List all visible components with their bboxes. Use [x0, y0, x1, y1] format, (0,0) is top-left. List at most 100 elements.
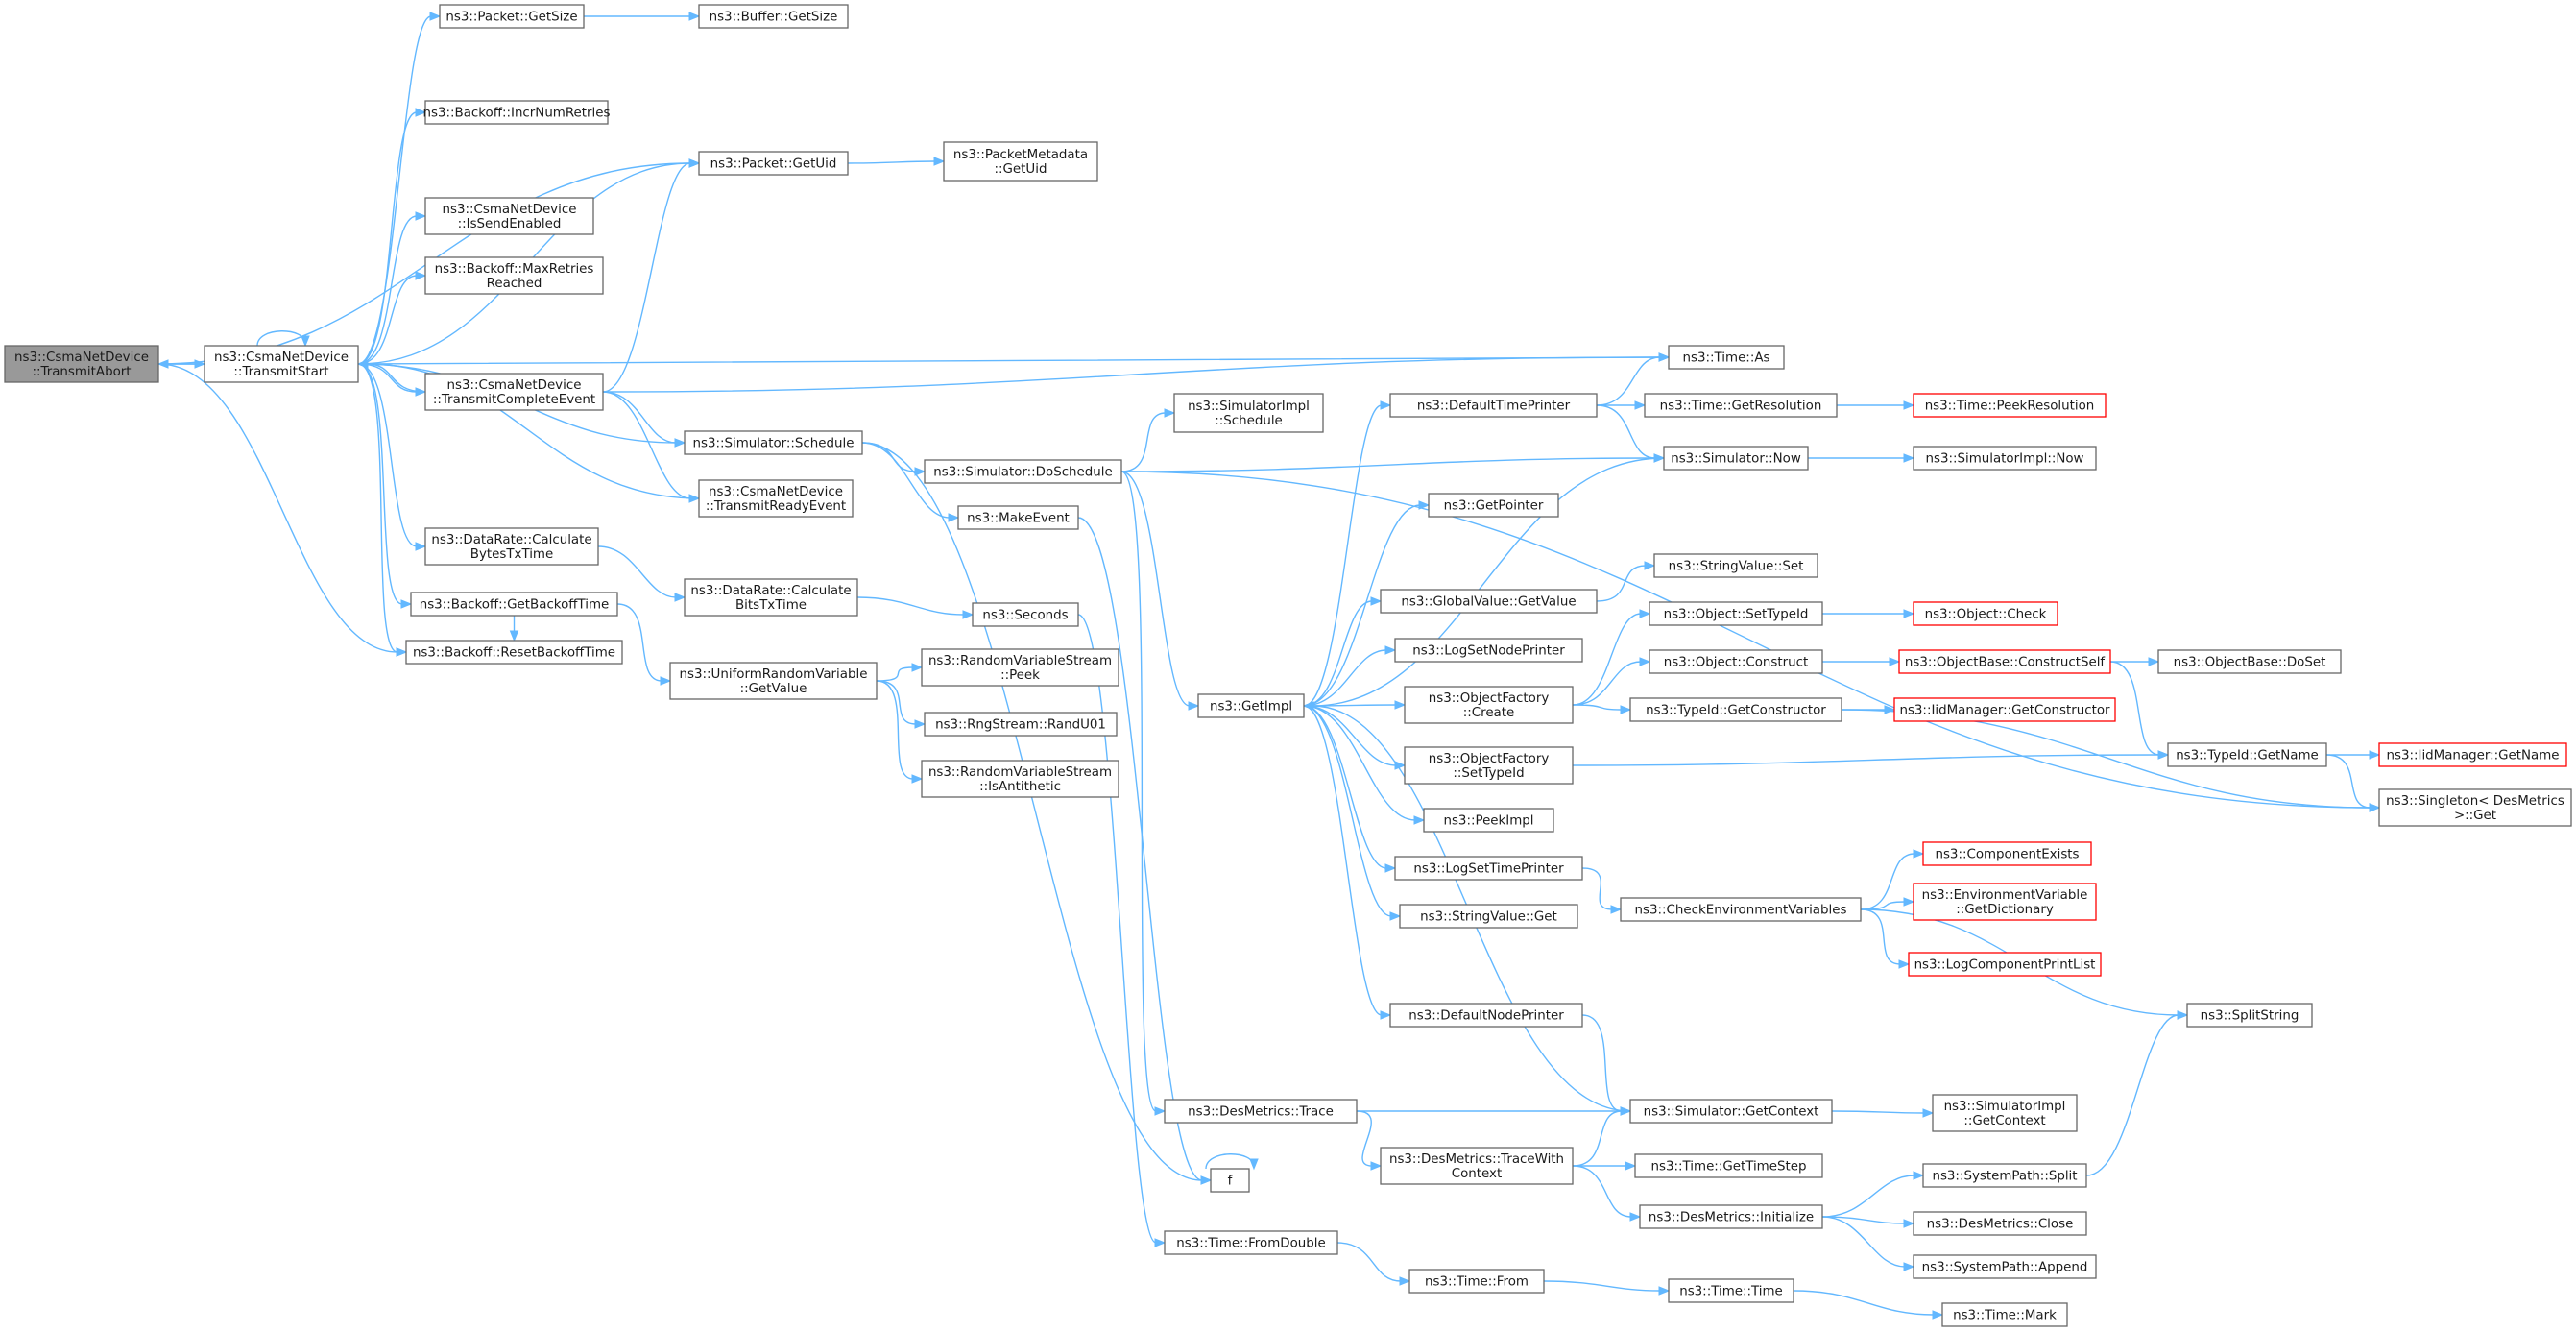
graph-node[interactable]: ns3::SystemPath::Split — [1922, 1163, 2087, 1188]
graph-node[interactable]: ns3::Seconds — [972, 602, 1079, 627]
edge-arrowhead — [1634, 400, 1647, 410]
graph-node[interactable]: ns3::LogSetNodePrinter — [1394, 638, 1583, 663]
node-box — [924, 459, 1122, 484]
graph-node[interactable]: ns3::Simulator::Now — [1663, 446, 1809, 471]
graph-node[interactable]: ns3::StringValue::Set — [1653, 553, 1818, 578]
node-label: ns3::CheckEnvironmentVariables — [1635, 904, 1847, 918]
graph-node[interactable]: ns3::TypeId::GetName — [2167, 742, 2327, 767]
graph-node[interactable]: ns3::GetImpl — [1197, 693, 1305, 718]
graph-node[interactable]: ns3::Object::SetTypeId — [1649, 601, 1823, 626]
edge — [357, 215, 418, 365]
graph-node[interactable]: ns3::Time::GetTimeStep — [1634, 1153, 1823, 1178]
graph-node[interactable]: ns3::Singleton< DesMetrics>::Get — [2378, 788, 2572, 827]
graph-node[interactable]: ns3::Time::PeekResolution — [1913, 393, 2107, 418]
graph-node[interactable]: ns3::SimulatorImpl::GetContext — [1932, 1094, 2078, 1132]
node-box — [410, 592, 618, 617]
node-label: ns3::SplitString — [2201, 1009, 2299, 1024]
graph-node[interactable]: ns3::Simulator::Schedule — [684, 430, 863, 455]
graph-node[interactable]: ns3::DesMetrics::Trace — [1164, 1099, 1358, 1124]
graph-node[interactable]: ns3::Time::Mark — [1941, 1302, 2068, 1327]
graph-node[interactable]: ns3::CsmaNetDevice::IsSendEnabled — [424, 197, 594, 235]
graph-node[interactable]: ns3::Object::Construct — [1649, 649, 1823, 674]
graph-node[interactable]: ns3::ObjectBase::ConstructSelf — [1898, 649, 2111, 674]
node-label: ns3::Simulator::Now — [1671, 452, 1801, 467]
edge-arrowhead — [156, 359, 169, 369]
graph-node[interactable]: ns3::PeekImpl — [1423, 808, 1554, 833]
graph-node[interactable]: ns3::ComponentExists — [1922, 841, 2092, 866]
node-label: ns3::LogSetTimePrinter — [1413, 862, 1564, 877]
graph-node[interactable]: ns3::CsmaNetDevice::TransmitStart — [204, 345, 359, 383]
edge-arrowhead — [1903, 400, 1915, 410]
edge — [856, 596, 965, 616]
graph-node[interactable]: ns3::Time::From — [1408, 1269, 1545, 1294]
graph-node[interactable]: ns3::StringValue::Get — [1399, 904, 1578, 929]
graph-node[interactable]: ns3::RandomVariableStream::IsAntithetic — [921, 760, 1119, 798]
graph-node[interactable]: ns3::Backoff::IncrNumRetries — [423, 100, 611, 125]
graph-node[interactable]: ns3::Packet::GetSize — [439, 4, 585, 29]
graph-node[interactable]: ns3::GlobalValue::GetValue — [1380, 589, 1598, 614]
graph-node[interactable]: ns3::DesMetrics::Close — [1913, 1211, 2087, 1236]
node-label: ns3::Time::Time — [1679, 1285, 1783, 1299]
graph-node[interactable]: ns3::DefaultNodePrinter — [1389, 1003, 1583, 1028]
graph-node[interactable]: ns3::DefaultTimePrinter — [1389, 393, 1598, 418]
graph-node[interactable]: ns3::SplitString — [2186, 1003, 2313, 1028]
graph-node[interactable]: ns3::Object::Check — [1913, 601, 2058, 626]
node-label: ns3::DataRate::Calculate — [690, 584, 851, 598]
node-label: ns3::Time::As — [1683, 351, 1770, 366]
graph-node[interactable]: ns3::TypeId::GetConstructor — [1629, 697, 1842, 722]
node-label: ns3::GetImpl — [1210, 700, 1292, 714]
graph-node[interactable]: ns3::Time::FromDouble — [1164, 1230, 1338, 1255]
graph-node[interactable]: ns3::RngStream::RandU01 — [924, 712, 1118, 737]
graph-node[interactable]: ns3::DesMetrics::Initialize — [1639, 1204, 1823, 1229]
graph-node[interactable]: ns3::ObjectFactory::SetTypeId — [1404, 746, 1574, 785]
node-label: ns3::UniformRandomVariable — [680, 667, 868, 682]
graph-node[interactable]: ns3::Packet::GetUid — [698, 151, 849, 176]
graph-node[interactable]: ns3::Simulator::DoSchedule — [924, 459, 1122, 484]
graph-node[interactable]: ns3::Simulator::GetContext — [1629, 1099, 1833, 1124]
node-label: ::Peek — [1000, 668, 1040, 683]
graph-node[interactable]: ns3::CsmaNetDevice::TransmitAbort — [4, 345, 159, 383]
edge-arrowhead — [688, 12, 701, 21]
graph-node[interactable]: ns3::IidManager::GetConstructor — [1893, 697, 2116, 722]
graph-node[interactable]: ns3::SystemPath::Append — [1913, 1254, 2097, 1279]
graph-node[interactable]: f — [1210, 1168, 1250, 1193]
node-box — [1653, 553, 1818, 578]
graph-node[interactable]: ns3::Time::Time — [1668, 1278, 1794, 1303]
graph-node[interactable]: ns3::UniformRandomVariable::GetValue — [669, 662, 878, 700]
edge — [357, 363, 403, 605]
graph-node[interactable]: ns3::Buffer::GetSize — [698, 4, 849, 29]
graph-node[interactable]: ns3::RandomVariableStream::Peek — [921, 648, 1119, 687]
graph-node[interactable]: ns3::ObjectFactory::Create — [1404, 686, 1574, 724]
node-box — [4, 345, 159, 383]
graph-node[interactable]: ns3::PacketMetadata::GetUid — [943, 141, 1098, 182]
graph-node[interactable]: ns3::SimulatorImpl::Now — [1913, 446, 2097, 471]
graph-node[interactable]: ns3::SimulatorImpl::Schedule — [1173, 393, 1324, 433]
node-label: ns3::SystemPath::Append — [1922, 1261, 2088, 1275]
node-label: ns3::Time::Mark — [1953, 1309, 2057, 1323]
graph-node[interactable]: ns3::Backoff::GetBackoffTime — [410, 592, 618, 617]
node-label: ns3::CsmaNetDevice — [14, 351, 149, 365]
graph-node[interactable]: ns3::MakeEvent — [957, 505, 1079, 530]
node-label: >::Get — [2454, 809, 2496, 823]
edge-arrowhead — [914, 467, 927, 476]
graph-node[interactable]: ns3::Backoff::ResetBackoffTime — [405, 640, 623, 665]
graph-node[interactable]: ns3::Time::As — [1668, 345, 1785, 370]
graph-node[interactable]: ns3::IidManager::GetName — [2378, 742, 2567, 767]
node-box — [1668, 345, 1785, 370]
graph-node[interactable]: ns3::Time::GetResolution — [1644, 393, 1838, 418]
graph-node[interactable]: ns3::LogSetTimePrinter — [1394, 856, 1583, 881]
graph-node[interactable]: ns3::ObjectBase::DoSet — [2157, 649, 2342, 674]
graph-node[interactable]: ns3::CheckEnvironmentVariables — [1620, 897, 1862, 922]
graph-node[interactable]: ns3::LogComponentPrintList — [1908, 952, 2102, 977]
edge-arrowhead — [660, 676, 672, 686]
edge-arrowhead — [674, 438, 686, 448]
graph-node[interactable]: ns3::EnvironmentVariable::GetDictionary — [1913, 883, 2097, 921]
graph-node[interactable]: ns3::CsmaNetDevice::TransmitCompleteEven… — [424, 373, 604, 411]
edge — [1120, 457, 1656, 472]
graph-node[interactable]: ns3::GetPointer — [1428, 493, 1559, 518]
graph-node[interactable]: ns3::CsmaNetDevice::TransmitReadyEvent — [698, 479, 854, 518]
